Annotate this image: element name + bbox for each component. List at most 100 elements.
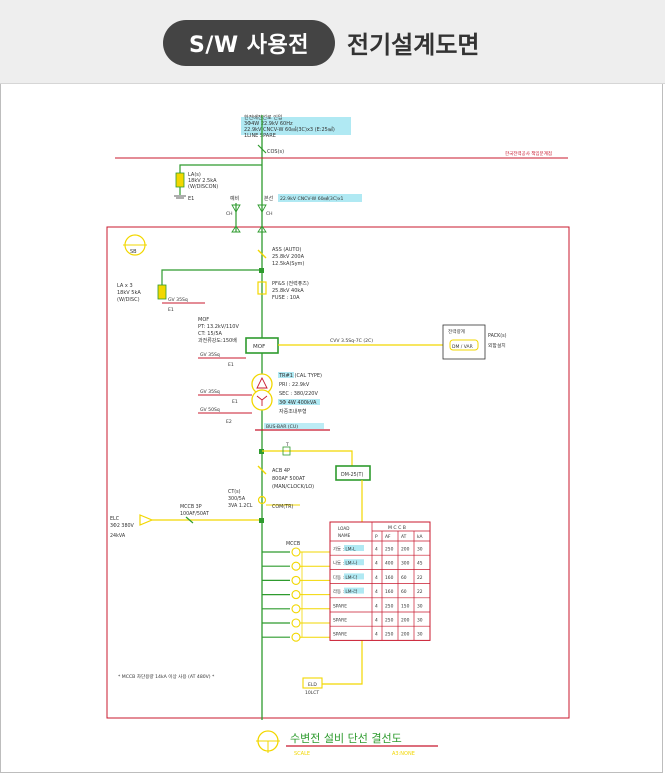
main-ch-symbol: [257, 204, 267, 213]
mccb3p-switch: [185, 516, 194, 524]
mccb-load-name: 라동 : LM-라: [333, 588, 357, 595]
la-text1: LA(s): [188, 172, 201, 178]
tr-ground-2-label: GV 50Sq: [200, 407, 220, 413]
drawing-title: 수변전 설비 단선 결선도: [290, 732, 402, 745]
ass-text2: 25.8kV 200A: [272, 254, 305, 260]
mccb3p-text2: 100AF/50AT: [180, 511, 209, 517]
junction-2: [259, 449, 264, 454]
scale-value: A3:NONE: [392, 751, 415, 757]
feeder-breaker: [291, 632, 301, 642]
mccb-cell: 160: [385, 575, 394, 581]
elc-text1: ELC: [110, 516, 120, 522]
pf-symbol: [257, 281, 267, 295]
mccb-cell: 30: [417, 603, 423, 609]
mccb-load-name: 나동 : LM-나: [333, 560, 357, 567]
la2-text2: 18kV 5kA: [117, 290, 141, 296]
busbar-label: BUS-BAR (CU): [266, 424, 298, 430]
mccb-cell: 60: [401, 589, 407, 595]
mccb-cell: 4: [375, 618, 378, 624]
mof-text3: CT: 15/5A: [198, 331, 222, 337]
la-symbol: [175, 172, 185, 188]
elc-text3: 24kVA: [110, 533, 126, 539]
mccb-cell: 160: [385, 589, 394, 595]
meter-box-label: DM / VAR: [452, 344, 473, 350]
mccb-cell: 4: [375, 561, 378, 567]
incoming-line3: 22.9kV CNCV-W 60㎟(3C)x3 (E:25㎟): [244, 126, 335, 133]
mccb-load-name: 가동 : LM-L: [333, 546, 356, 553]
mccb-feeders: [262, 547, 330, 642]
diagram-border: [106, 226, 570, 719]
mccb-cell: 4: [375, 632, 378, 638]
mccb-group-header: M C C B: [388, 525, 406, 531]
cos-label: COS(s): [267, 149, 284, 155]
meter-title: 전력량계: [448, 328, 465, 335]
mccb-cell: 200: [401, 618, 410, 624]
mccb-cell: 200: [401, 547, 410, 553]
mccb-load-highlight: [344, 545, 364, 551]
mccb-cell: 30: [417, 632, 423, 638]
pf-text2: 25.8kV 40kA: [272, 288, 304, 294]
incoming-line1: 한전배전선로 인입: [244, 114, 282, 121]
dm-box: [335, 465, 371, 481]
incoming-highlight: [241, 117, 351, 135]
pf-text1: PF&S (전력퓨즈): [272, 280, 309, 287]
com-label: COM(TR): [272, 504, 293, 510]
mccb-load-name: SPARE: [333, 618, 347, 624]
mof-text1: MOF: [198, 317, 209, 323]
mccb-cell: 300: [401, 561, 410, 567]
incoming-line4: 1LINE SPARE: [244, 133, 276, 139]
tr-kva-highlight: [278, 399, 320, 405]
spare-ch-symbol-lower: [231, 225, 241, 233]
t-label: T: [285, 442, 289, 448]
scale-label: SCALE: [294, 751, 310, 757]
mccb-cell: 30: [417, 618, 423, 624]
mccb-load-highlight: [344, 559, 364, 566]
mccb-header-cell: P: [375, 534, 378, 540]
category-badge: S/W 사용전: [163, 20, 335, 66]
ct-text2: 300/5A: [228, 496, 246, 502]
tr-text3: SEC : 380/220V: [279, 391, 318, 397]
elc-symbol: [139, 514, 154, 526]
acb-text3: (MAN/CLOCK/LO): [272, 484, 314, 490]
mccb-load-highlight: [344, 587, 364, 594]
mccb-cell: 200: [401, 632, 410, 638]
mccb3p-text1: MCCB 3P: [180, 504, 202, 510]
pf-text3: FUSE : 10A: [272, 295, 300, 301]
ass-switch: [257, 249, 267, 259]
elc-text2: 3Φ2 380V: [110, 523, 135, 529]
cable-main-label: 본선: [264, 195, 274, 202]
tr-ground-1-label: GV 35Sq: [200, 389, 220, 395]
mof-text4: 과전류강도:150배: [198, 337, 237, 344]
tr-highlight: [278, 372, 294, 378]
la2-text3: (W/DISC): [117, 297, 140, 303]
main-ch-symbol-lower: [257, 225, 267, 233]
incoming-line2: 3Φ4W 22.9kV 60Hz: [244, 121, 293, 127]
feeder-breaker: [291, 604, 301, 614]
mccb-label: MCCB: [286, 541, 300, 547]
sb-label: SB: [130, 249, 137, 255]
junction-1: [259, 268, 264, 273]
la2-cable-label: GV 35Sq: [168, 297, 188, 303]
feeder-breaker: [291, 618, 301, 628]
mccb-cell: 4: [375, 575, 378, 581]
tr-text5: 자중조내부형: [279, 408, 307, 415]
mccb-header-name: NAME: [338, 533, 351, 538]
mccb-header-load: LOAD: [338, 526, 350, 531]
busbar-highlight: [264, 423, 324, 429]
ct-text3: 3VA 1.2CL: [228, 503, 253, 509]
la2-ground-label: E1: [168, 307, 174, 313]
la-text3: (W/DISCON): [188, 184, 218, 190]
junction-3: [259, 518, 264, 523]
page-title: 전기설계도면: [347, 31, 480, 59]
single-line-diagram: 한전배전선로 인입 3Φ4W 22.9kV 60Hz 22.9kV CNCV-W…: [106, 114, 570, 757]
acb-switch: [257, 465, 267, 475]
la2-branch-line: [161, 269, 262, 285]
ex-box: [302, 677, 323, 689]
t-branch-line: [262, 450, 353, 466]
dm-box-label: DM-25(T): [341, 472, 363, 478]
mccb-cell: 60: [401, 575, 407, 581]
tr-e2-label: E2: [226, 419, 232, 425]
feeder-breaker: [291, 575, 301, 585]
mof-text2: PT: 13.2kV/110V: [198, 324, 239, 330]
ch-label-2: CH: [266, 211, 273, 217]
